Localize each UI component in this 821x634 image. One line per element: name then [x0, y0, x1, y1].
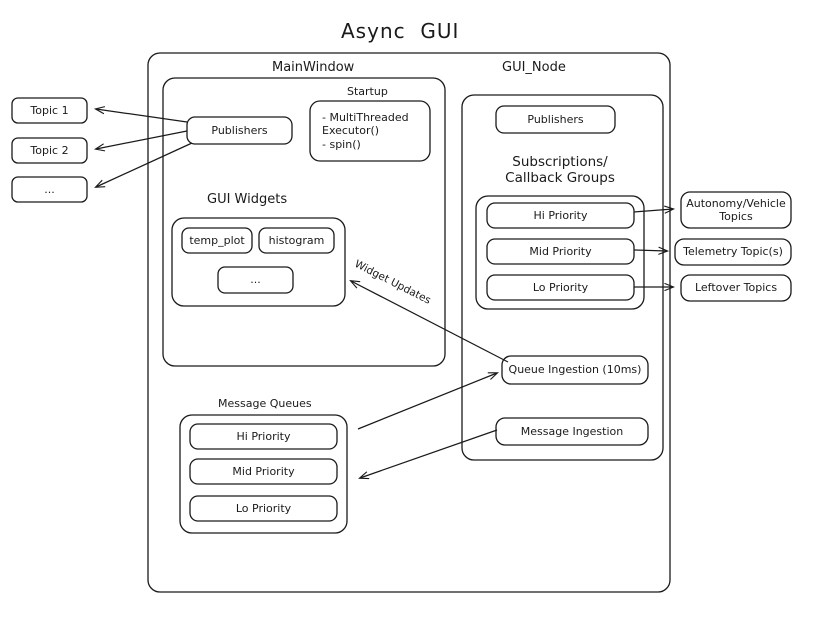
arrow-message-ingestion-to-queues [360, 429, 498, 478]
right-topic-3-label[interactable]: Leftover Topics [694, 281, 778, 295]
widget-more-label[interactable]: ... [250, 273, 261, 287]
subscriptions-title: Subscriptions/ Callback Groups [505, 153, 615, 186]
startup-title: Startup [347, 85, 388, 98]
topic-box-3-label[interactable]: ... [44, 182, 55, 196]
arrow-widget-updates [351, 281, 509, 363]
right-topic-2-label[interactable]: Telemetry Topic(s) [683, 245, 783, 259]
arrow-queues-to-queue-ingestion [357, 373, 497, 430]
queue-ingestion-label[interactable]: Queue Ingestion (10ms) [508, 363, 642, 377]
sub-hi-label[interactable]: Hi Priority [533, 208, 588, 222]
message-queues-title: Message Queues [218, 397, 312, 410]
arrow-hi-to-autonomy [633, 209, 673, 212]
widget-updates-annotation: Widget Updates [352, 258, 433, 307]
arrow-publishers-topic1 [96, 109, 188, 123]
startup-lines: - MultiThreaded Executor() - spin() [322, 111, 409, 151]
sub-mid-label[interactable]: Mid Priority [529, 244, 592, 258]
topic-box-1-label[interactable]: Topic 1 [30, 103, 69, 117]
message-ingestion-label[interactable]: Message Ingestion [520, 424, 624, 438]
right-topic-1-label[interactable]: Autonomy/Vehicle Topics [686, 196, 786, 223]
widget-temp-plot-label[interactable]: temp_plot [189, 233, 245, 247]
node-publishers-label[interactable]: Publishers [527, 112, 584, 126]
gui-node-title: GUI_Node [502, 60, 566, 75]
main-window-title: MainWindow [272, 60, 355, 75]
main-publishers-label[interactable]: Publishers [211, 123, 268, 137]
page-title: Async GUI [341, 19, 460, 43]
mq-mid-label[interactable]: Mid Priority [232, 464, 295, 478]
arrow-mid-to-telemetry [633, 250, 667, 251]
mq-lo-label[interactable]: Lo Priority [235, 501, 292, 515]
gui-widgets-title: GUI Widgets [207, 192, 288, 207]
topic-box-2-label[interactable]: Topic 2 [30, 143, 69, 157]
arrow-publishers-topic2 [96, 130, 188, 149]
mq-hi-label[interactable]: Hi Priority [236, 429, 291, 443]
widget-histogram-label[interactable]: histogram [268, 233, 325, 247]
sub-lo-label[interactable]: Lo Priority [532, 280, 589, 294]
arrow-publishers-topic3 [96, 142, 193, 187]
